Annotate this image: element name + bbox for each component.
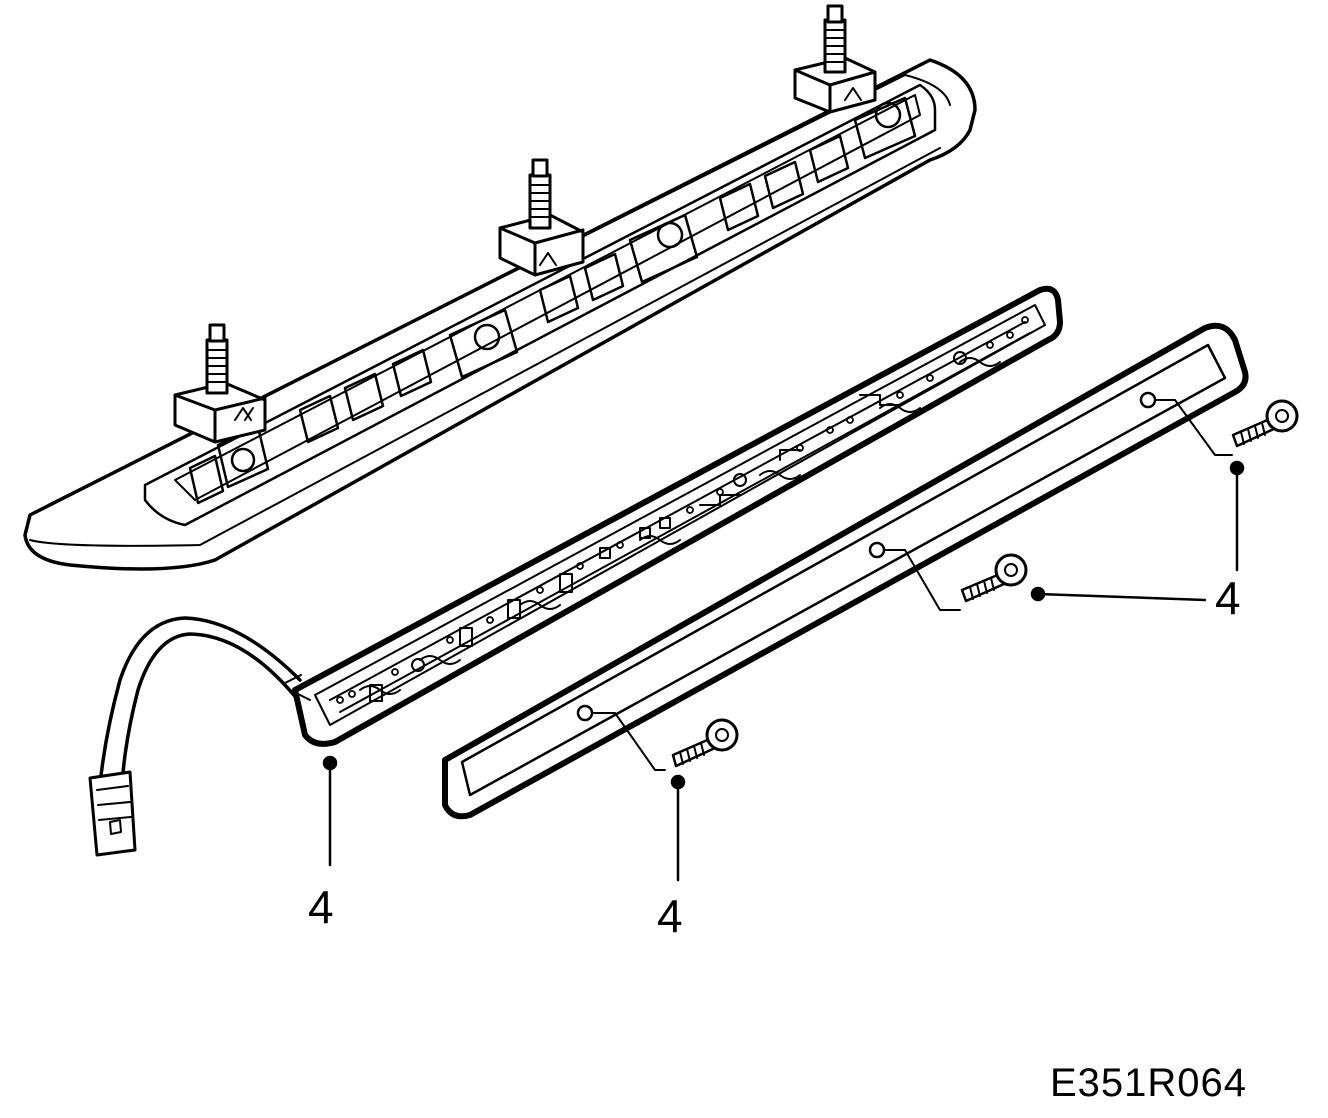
housing-cells xyxy=(188,134,850,505)
stud-left xyxy=(173,323,267,444)
electrical-connector xyxy=(88,770,137,857)
callout-number-right: 4 xyxy=(1215,572,1241,624)
callout-number-middle: 4 xyxy=(657,890,683,942)
lamp-housing xyxy=(23,58,977,571)
screw-lower xyxy=(671,718,739,768)
stud-middle xyxy=(498,158,585,277)
board-traces xyxy=(329,321,1031,713)
screw-middle xyxy=(960,553,1028,603)
led-circuit-board xyxy=(292,285,1063,747)
wiring-harness xyxy=(98,616,311,787)
lens-cover-strip xyxy=(442,322,1249,820)
board-pads xyxy=(336,316,1029,704)
screws xyxy=(671,399,1299,768)
stud-right xyxy=(793,4,877,114)
callout-number-left: 4 xyxy=(308,881,334,933)
figure-code: E351R064 xyxy=(1050,1061,1248,1105)
housing-bosses xyxy=(216,96,917,489)
mounting-studs xyxy=(173,4,877,444)
assembly-lines xyxy=(591,399,1233,771)
callout-leaders xyxy=(322,460,1245,882)
screw-upper xyxy=(1231,399,1299,448)
